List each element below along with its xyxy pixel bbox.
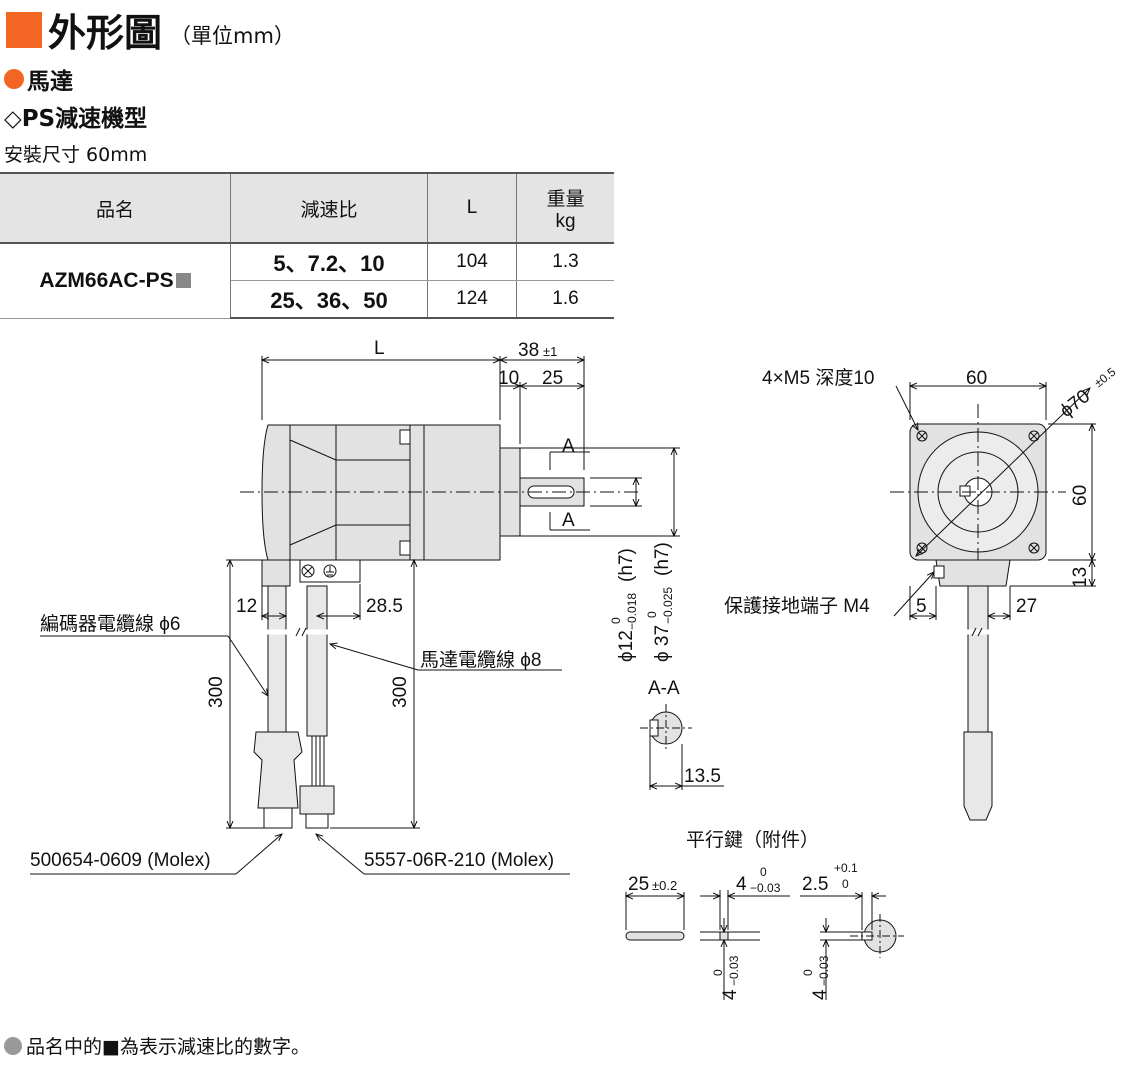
dim-5: 5 [916, 596, 927, 617]
dim-13-5: 13.5 [684, 766, 721, 787]
key-height-tol-lower: −0.03 [727, 955, 741, 986]
header-model: 品名 [0, 172, 231, 244]
weight-cell: 1.3 [516, 243, 614, 281]
orange-dot-icon [4, 69, 24, 89]
phi37-fit: (h7) [652, 542, 673, 576]
l-cell: 124 [427, 280, 517, 319]
dim-l: L [374, 338, 385, 359]
phi70-label: ϕ70 [1056, 386, 1094, 422]
mount-size: 安裝尺寸 60mm [4, 144, 148, 166]
encoder-cable-drawing [253, 585, 303, 829]
dim-300-encoder: 300 [206, 676, 227, 708]
dim-13: 13 [1070, 567, 1091, 588]
dimension-drawing: L 38 ±1 10 25 A A 12 28.5 300 300 編碼器電纜線… [30, 338, 1119, 1000]
dim-10: 10 [498, 368, 519, 389]
section-heading: 馬達 [4, 62, 73, 96]
footnote: 品名中的■為表示減速比的數字。 [4, 1032, 310, 1059]
ground-symbols [301, 564, 337, 578]
section-aa [640, 704, 724, 790]
keyway-height: 4 [810, 989, 831, 1000]
footnote-text: 品名中的■為表示減速比的數字。 [26, 1036, 310, 1058]
phi12-tol-upper: 0 [609, 617, 623, 624]
phi37-tol-lower: −0.025 [661, 587, 675, 624]
dim-25: 25 [542, 368, 563, 389]
key-length: 25 [628, 874, 649, 895]
key-height: 4 [720, 989, 741, 1000]
model-name: AZM66AC-PS [39, 268, 174, 292]
keyway-height-tol-upper: 0 [801, 969, 815, 976]
key-height-tol-upper: 0 [711, 969, 725, 976]
dim-38-tol: ±1 [543, 344, 557, 359]
header-ratio: 減速比 [230, 172, 428, 244]
connector1-label: 500654-0609 (Molex) [30, 850, 211, 871]
key-length-tol: ±0.2 [652, 878, 677, 893]
section-text: 馬達 [27, 69, 73, 95]
phi70-tol: ±0.5 [1091, 365, 1118, 391]
spec-table: 品名 減速比 L 重量 kg AZM66AC-PS 5、7.2、10 104 1… [0, 172, 614, 319]
unit-note: （單位mm） [170, 23, 295, 48]
dim-38: 38 [518, 340, 539, 361]
key-depth-tol-upper: +0.1 [834, 861, 858, 875]
key-depth-tol-lower: 0 [842, 877, 849, 891]
key-drawing [626, 890, 904, 1000]
phi37-label: ϕ 37 [652, 625, 673, 662]
table-header-row: 品名 減速比 L 重量 kg [0, 172, 614, 244]
key-title: 平行鍵（附件） [686, 829, 819, 851]
subsection-heading: ◇PS減速機型 [4, 106, 148, 132]
dim-60-height: 60 [1070, 485, 1091, 506]
motor-side-view [240, 424, 640, 587]
dim-12: 12 [236, 596, 257, 617]
title-text: 外形圖 [48, 11, 163, 55]
dim-300-motor: 300 [390, 676, 411, 708]
section-mark-a-top: A [562, 436, 575, 457]
holes-label: 4×M5 深度10 [762, 367, 874, 389]
table-row: 25、36、50 124 1.6 [0, 280, 614, 319]
ground-terminal-label: 保護接地端子 M4 [724, 595, 870, 617]
motor-front-view [890, 382, 1096, 821]
ratio-cell: 25、36、50 [230, 280, 428, 319]
key-width: 4 [736, 874, 747, 895]
key-width-tol-upper: 0 [760, 865, 767, 879]
table-row: AZM66AC-PS 5、7.2、10 104 1.3 [0, 243, 614, 319]
header-weight-label: 重量 [546, 188, 585, 210]
motor-cable-label: 馬達電纜線 ϕ8 [420, 649, 542, 671]
side-dim-lines [30, 356, 680, 875]
gray-dot-icon [4, 1036, 22, 1055]
key-depth: 2.5 [802, 874, 828, 895]
connector2-label: 5557-06R-210 (Molex) [364, 850, 554, 871]
phi37-tol-upper: 0 [645, 611, 659, 618]
model-cell: AZM66AC-PS [0, 243, 231, 319]
placeholder-square-icon [175, 272, 191, 288]
encoder-cable-label: 編碼器電纜線 ϕ6 [40, 613, 181, 635]
header-l: L [427, 172, 517, 244]
weight-cell: 1.6 [516, 280, 614, 319]
page-title: 外形圖 （單位mm） [6, 2, 295, 57]
phi12-tol-lower: −0.018 [625, 593, 639, 630]
header-weight: 重量 kg [516, 172, 614, 244]
orange-square-icon [6, 11, 42, 48]
section-mark-a-bottom: A [562, 510, 575, 531]
dim-60-width: 60 [966, 368, 987, 389]
ratio-cell: 5、7.2、10 [230, 243, 428, 281]
section-aa-title: A-A [648, 678, 680, 699]
dim-27: 27 [1016, 596, 1037, 617]
motor-cable-drawing [262, 585, 336, 829]
phi12-fit: (h7) [616, 548, 637, 582]
header-weight-unit: kg [555, 210, 576, 232]
phi12-label: ϕ12 [616, 630, 637, 662]
keyway-height-tol-lower: −0.03 [817, 955, 831, 986]
dim-28-5: 28.5 [366, 596, 403, 617]
key-width-tol-lower: −0.03 [750, 881, 781, 895]
l-cell: 104 [427, 243, 517, 281]
